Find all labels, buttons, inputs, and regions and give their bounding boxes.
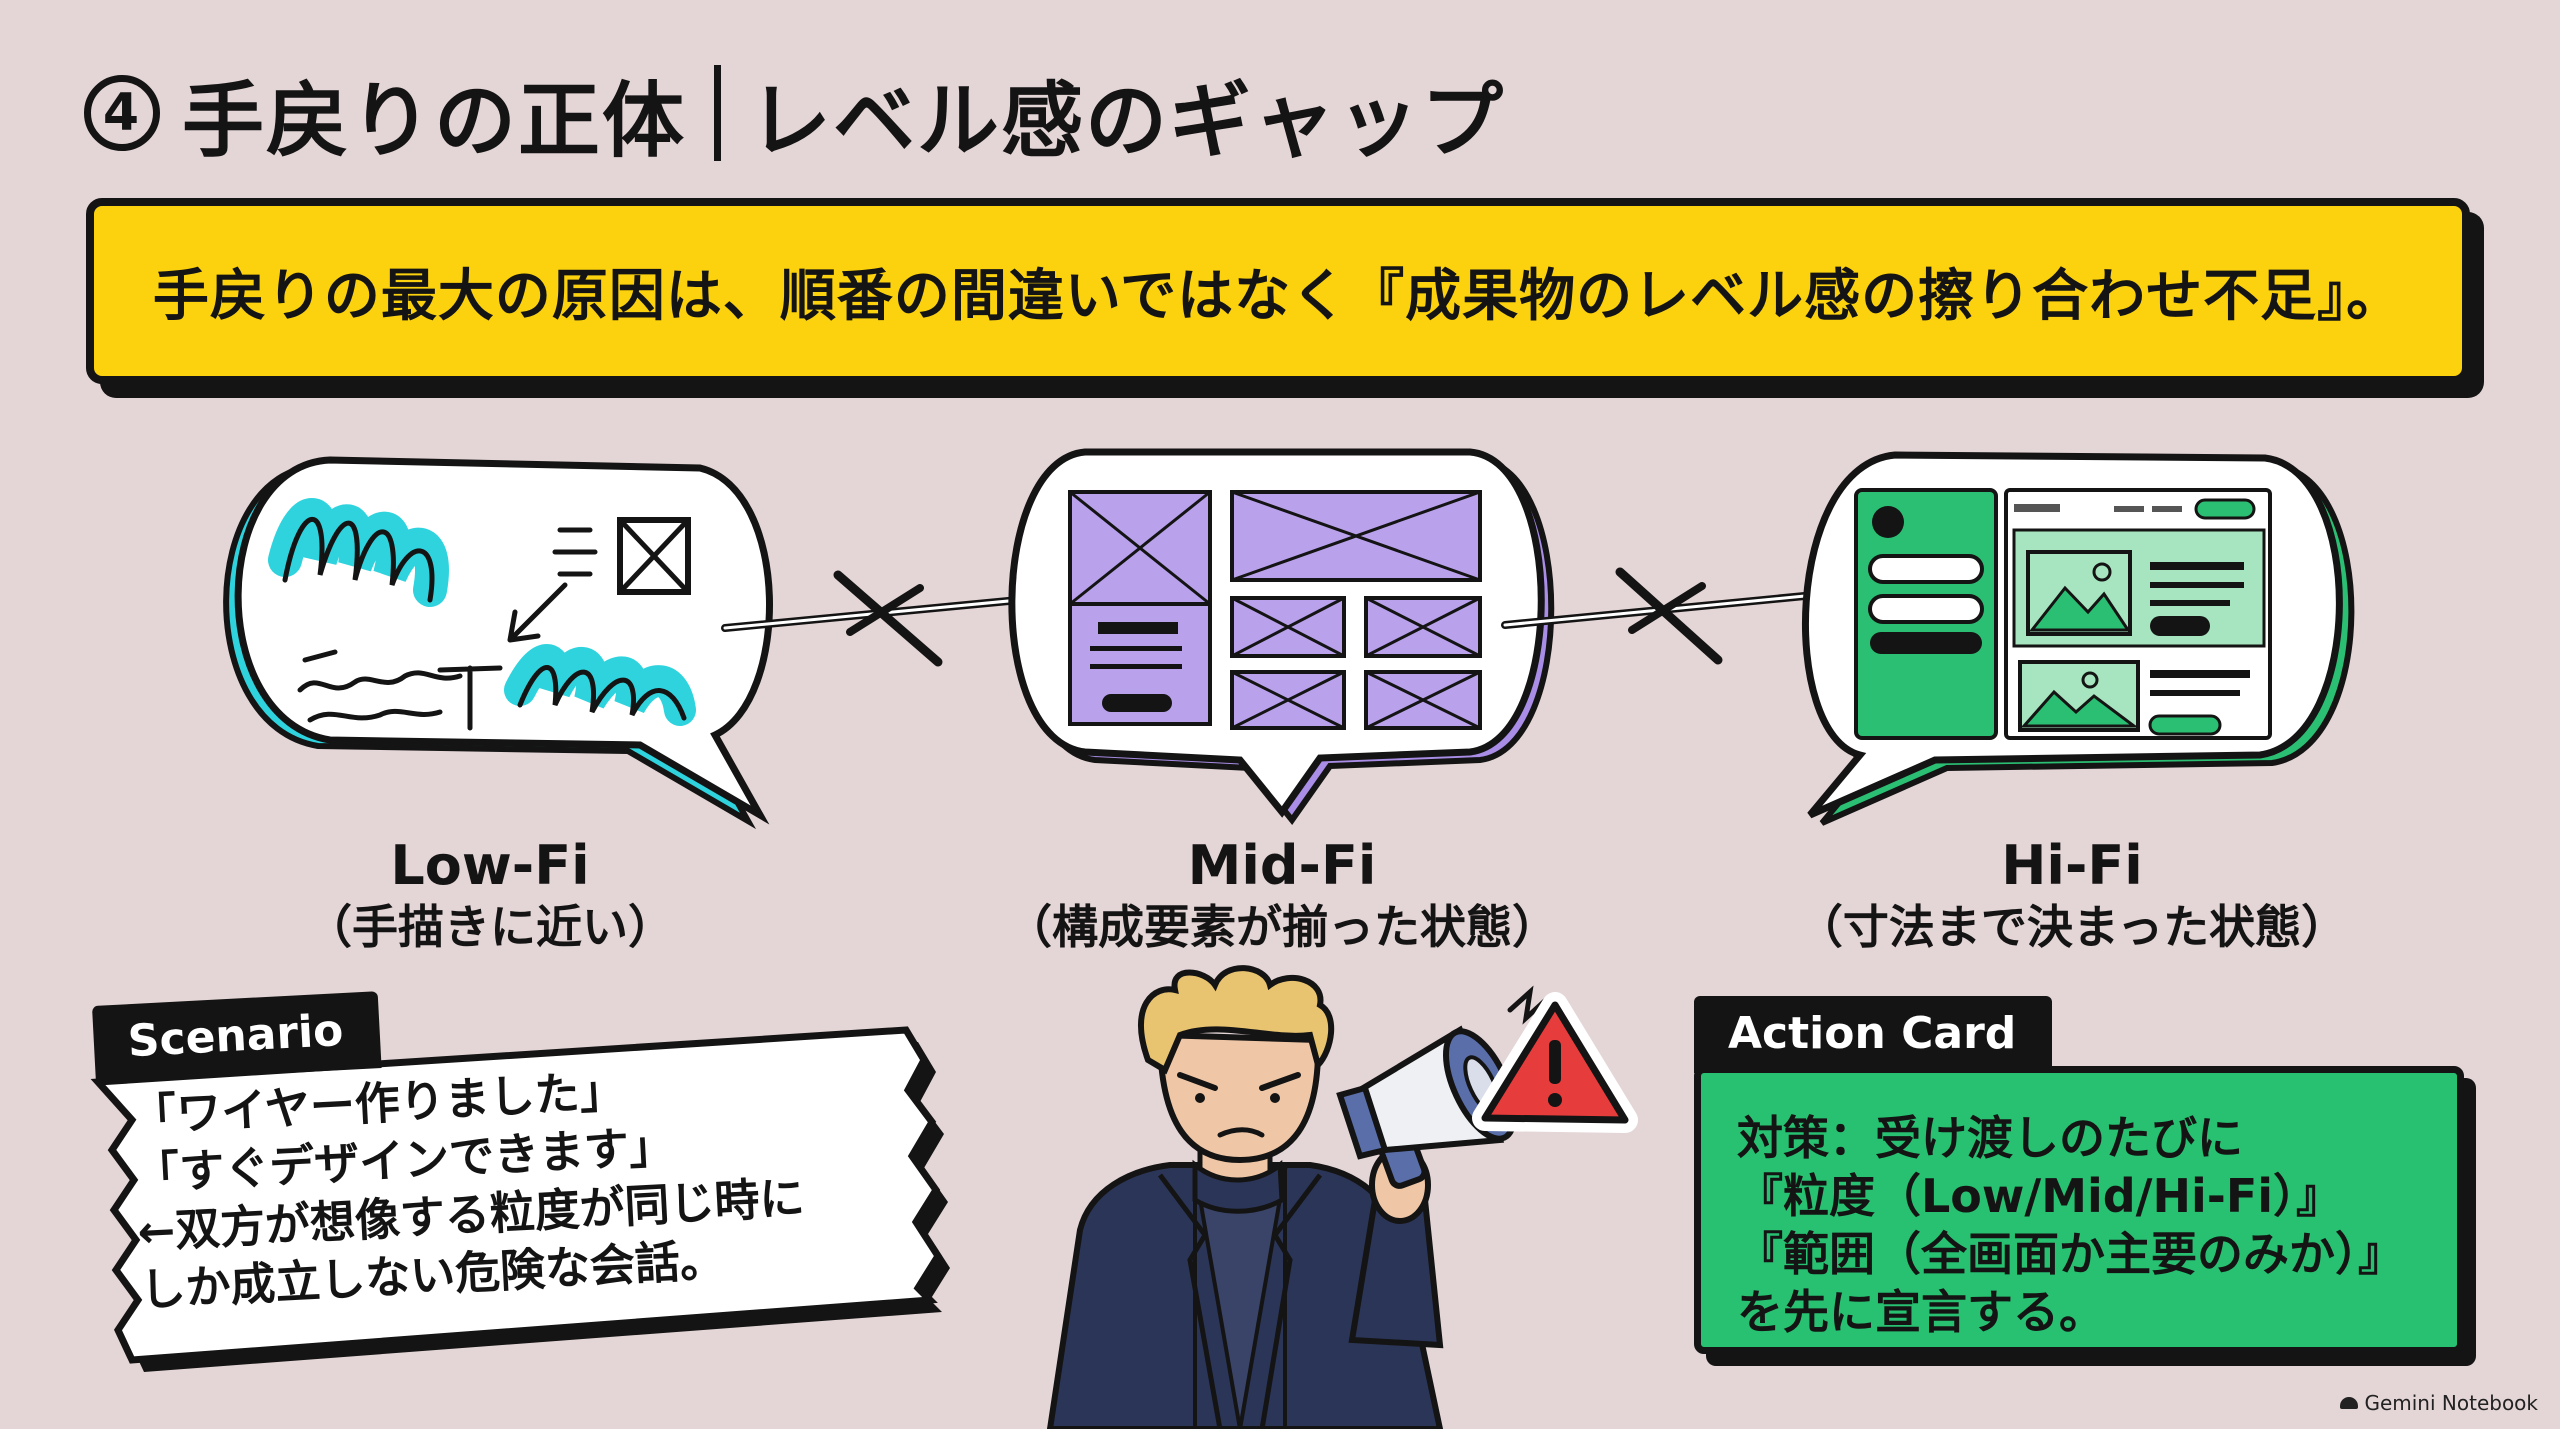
action-line: を先に宣言する。 [1737,1285,2105,1339]
hifi-bubble [1801,451,2355,826]
scribble-line [282,516,435,603]
level-lowfi-name: Low-Fi [390,834,590,897]
level-hifi-name: Hi-Fi [2001,834,2143,897]
level-hifi: Hi-Fi （寸法まで決まった状態） [1797,834,2347,956]
scenario-text: 「ワイヤー作りました」 「すぐデザインできます」 ←双方が想像する粒度が同じ時に… [130,1053,809,1320]
scenario-tag: Scenario [91,991,382,1083]
warning-triangle-icon [1472,992,1638,1133]
not-equal-icon [1501,567,1819,665]
midfi-bubble [1008,448,1555,825]
presenter-illustration [1046,965,1444,1429]
action-card: 対策：受け渡しのたびに 『粒度（Low/Mid/Hi-Fi）』 『範囲（全画面か… [1694,1066,2464,1354]
action-line: 『範囲（全画面か主要のみか）』 [1737,1227,2404,1281]
footer-brand: Gemini Notebook [2340,1391,2538,1415]
section-number: 4 [84,75,160,151]
level-midfi: Mid-Fi （構成要素が揃った状態） [1006,834,1558,956]
level-lowfi: Low-Fi （手描きに近い） [306,834,674,956]
level-lowfi-desc: （手描きに近い） [306,900,674,954]
level-midfi-desc: （構成要素が揃った状態） [1006,900,1558,954]
not-equal-icon [721,570,1044,667]
title-main: 手戻りの正体 [182,73,687,169]
gemini-logo-icon [2340,1397,2359,1409]
level-midfi-name: Mid-Fi [1187,834,1377,897]
action-card-tag: Action Card [1694,996,2053,1073]
scenario-card [90,1026,950,1372]
action-line: 『粒度（Low/Mid/Hi-Fi）』 [1737,1169,2343,1223]
footer-brand-text: Gemini Notebook [2364,1391,2538,1415]
lowfi-bubble [223,456,773,830]
banner-text: 手戻りの最大の原因は、順番の間違いではなく『成果物のレベル感の擦り合わせ不足』。 [152,263,2404,329]
action-line: 対策：受け渡しのたびに [1737,1111,2243,1165]
title-sub: レベル感のギャップ [749,73,1506,169]
key-message-banner: 手戻りの最大の原因は、順番の間違いではなく『成果物のレベル感の擦り合わせ不足』。 [86,198,2470,384]
title-divider [714,65,722,161]
level-hifi-desc: （寸法まで決まった状態） [1796,900,2348,954]
page-title: 4 手戻りの正体 レベル感のギャップ [84,58,1505,169]
